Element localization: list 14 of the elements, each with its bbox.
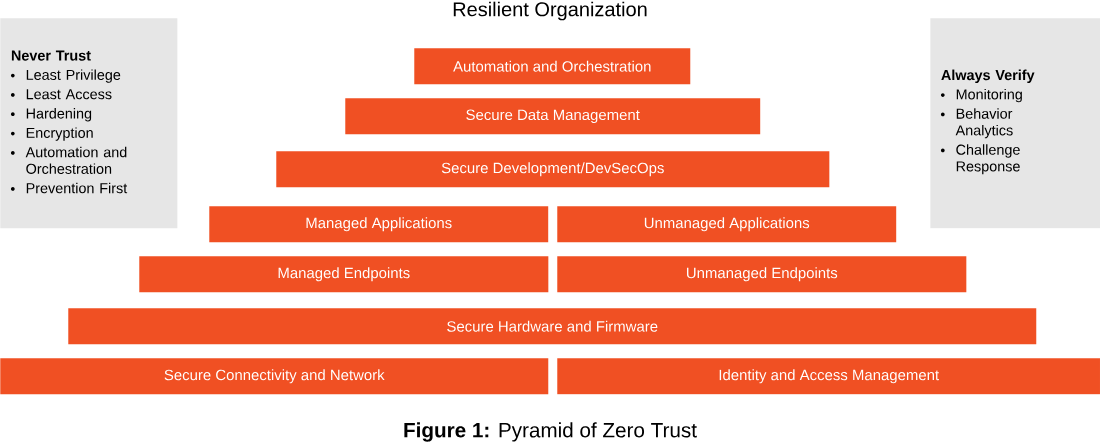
pyramid-bar: Secure Development/DevSecOps	[276, 151, 830, 188]
pyramid-bar: Unmanaged Applications	[557, 206, 897, 243]
pyramid-bar: Secure Data Management	[345, 98, 761, 135]
pyramid-bar: Identity and Access Management	[557, 358, 1100, 395]
pyramid-bar: Secure Hardware and Firmware	[68, 308, 1037, 345]
title: Resilient Organization	[453, 1, 647, 21]
side-panel: Never Trust Least Privilege Least Access Hardening Encryption Automation and Orchestration Prevention First	[0, 18, 178, 229]
caption: Figure 1: Pyramid of Zero Trust	[404, 422, 697, 442]
side-panel: Always Verify Monitoring Behavior Analytics Challenge Response	[930, 18, 1100, 229]
pyramid-bar: Secure Connectivity and Network	[0, 358, 549, 395]
pyramid-bar: Automation and Orchestration	[414, 48, 691, 85]
pyramid-bar: Managed Applications	[209, 206, 549, 243]
pyramid-bar: Managed Endpoints	[139, 256, 549, 293]
pyramid-bar: Unmanaged Endpoints	[557, 256, 967, 293]
